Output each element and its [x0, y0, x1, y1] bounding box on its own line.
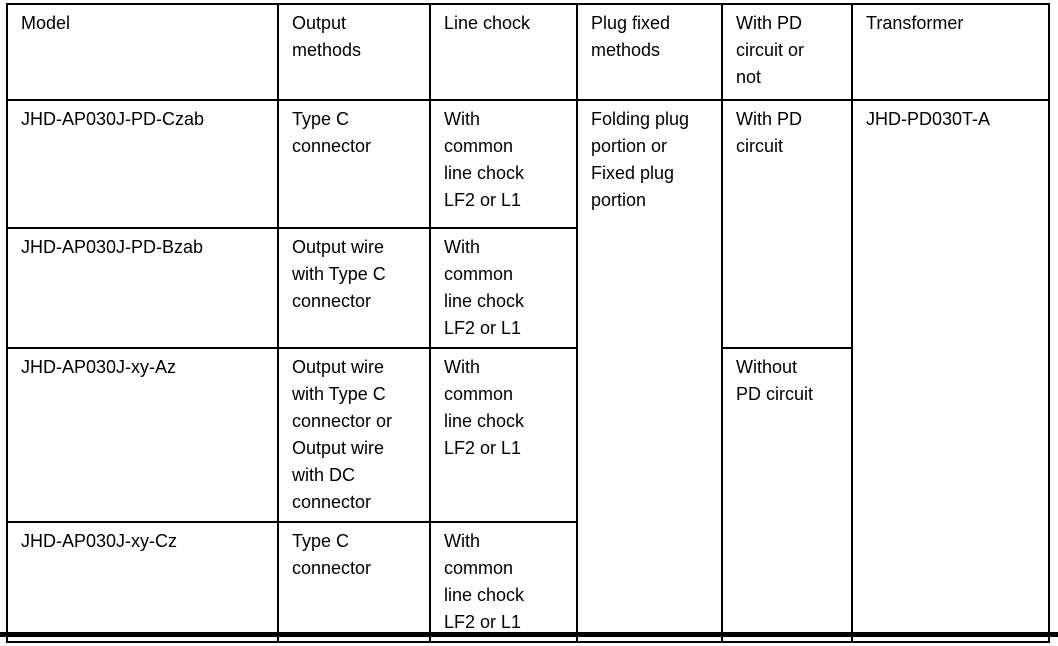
- cell-output-methods-row4: Type C connector: [277, 521, 431, 643]
- cell-output-methods-row3: Output wire with Type C connector or Out…: [277, 347, 431, 523]
- cell-transformer-merged: JHD-PD030T-A: [851, 99, 1050, 643]
- cell-plug-fixed-methods-merged: Folding plug portion or Fixed plug porti…: [576, 99, 723, 643]
- table-row: JHD-AP030J-PD-Bzab Output wire with Type…: [6, 227, 1049, 349]
- header-transformer: Transformer: [851, 3, 1050, 101]
- table-header-row: Model Output methods Line chock Plug fix…: [6, 3, 1050, 101]
- cell-model-row2: JHD-AP030J-PD-Bzab: [6, 227, 279, 349]
- cell-model-row1: JHD-AP030J-PD-Czab: [6, 99, 279, 229]
- header-output-methods: Output methods: [277, 3, 431, 101]
- table-row: JHD-AP030J-xy-Cz Type C connector With c…: [6, 521, 1049, 643]
- cell-without-pd-circuit-merged: Without PD circuit: [721, 347, 853, 643]
- cell-line-chock-row2: With common line chock LF2 or L1: [429, 227, 578, 349]
- model-spec-table: Model Output methods Line chock Plug fix…: [6, 3, 1050, 643]
- table-row: JHD-AP030J-PD-Czab Type C connector With…: [6, 99, 1050, 643]
- cell-line-chock-row3: With common line chock LF2 or L1: [429, 347, 578, 523]
- header-line-chock: Line chock: [429, 3, 578, 101]
- header-plug-fixed-methods: Plug fixed methods: [576, 3, 723, 101]
- cell-output-methods-row2: Output wire with Type C connector: [277, 227, 431, 349]
- header-pd-circuit-or-not: With PD circuit or not: [721, 3, 853, 101]
- page-bottom-rule: [0, 632, 1058, 637]
- cell-line-chock-row1: With common line chock LF2 or L1: [429, 99, 578, 229]
- cell-output-methods-row1: Type C connector: [277, 99, 431, 229]
- header-model: Model: [6, 3, 279, 101]
- cell-line-chock-row4: With common line chock LF2 or L1: [429, 521, 578, 643]
- table-row: JHD-AP030J-xy-Az Output wire with Type C…: [6, 347, 1049, 643]
- cell-model-row4: JHD-AP030J-xy-Cz: [6, 521, 279, 643]
- cell-model-row3: JHD-AP030J-xy-Az: [6, 347, 279, 523]
- cell-with-pd-circuit-merged: With PD circuit: [721, 99, 853, 349]
